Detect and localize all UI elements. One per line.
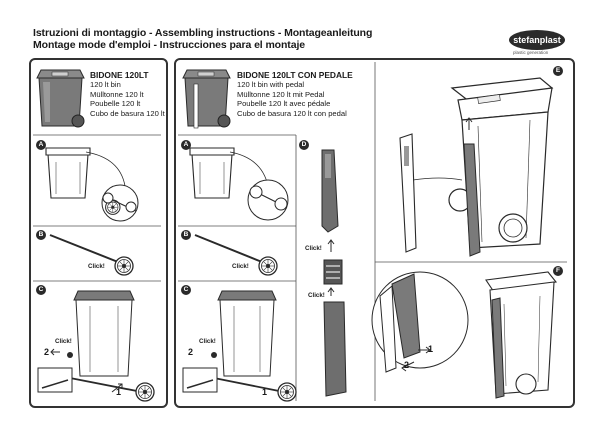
right-step-b-drawing — [194, 234, 278, 276]
right-step-c-drawing — [182, 290, 297, 402]
left-b-click-label: Click! — [88, 263, 105, 270]
title-line-1: Istruzioni di montaggio - Assembling ins… — [33, 27, 373, 39]
logo-text: stefanplast — [513, 35, 561, 45]
left-step-badge-c: C — [36, 285, 46, 295]
right-c-number-1: 1 — [262, 387, 268, 397]
brand-logo: stefanplast — [509, 30, 565, 50]
right-f-number-1: 1 — [428, 344, 434, 354]
right-product-names: BIDONE 120LT CON PEDALE 120 lt bin with … — [237, 70, 353, 118]
left-step-badge-b: B — [36, 230, 46, 240]
title-line-2: Montage mode d'emploi - Instrucciones pa… — [33, 39, 305, 51]
right-step-badge-c: C — [181, 285, 191, 295]
left-product-name-de: Mülltonne 120 lt — [90, 89, 144, 99]
right-step-badge-d: D — [299, 140, 309, 150]
left-c-number-2: 2 — [44, 347, 50, 357]
left-c-number-1: 1 — [116, 387, 122, 397]
left-product-name-it: BIDONE 120LT — [90, 70, 149, 80]
left-c-click-label: Click! — [55, 338, 72, 345]
right-step-a-drawing — [189, 147, 289, 221]
right-step-badge-e: E — [553, 66, 563, 76]
right-step-d-drawing — [321, 149, 347, 397]
left-step-badge-a: A — [36, 140, 46, 150]
right-f-number-2: 2 — [404, 360, 410, 370]
right-step-badge-a: A — [181, 140, 191, 150]
right-step-e-drawing — [399, 77, 554, 257]
right-step-f-drawing — [371, 271, 558, 399]
left-product-name-fr: Poubelle 120 lt — [90, 99, 141, 109]
right-step-badge-f: F — [553, 266, 563, 276]
right-product-name-it: BIDONE 120LT CON PEDALE — [237, 70, 353, 80]
right-product-name-en: 120 lt bin with pedal — [237, 80, 305, 90]
right-header-bin-image — [182, 69, 231, 129]
right-d-click-label-2: Click! — [308, 292, 325, 299]
right-product-name-es: Cubo de basura 120 lt con pedal — [237, 108, 347, 118]
left-step-c-drawing — [37, 290, 155, 402]
logo-tagline: plastic generation — [513, 50, 549, 55]
left-product-names: BIDONE 120LT 120 lt bin Mülltonne 120 lt… — [90, 70, 165, 118]
left-step-b-drawing — [49, 234, 134, 276]
right-c-click-label: Click! — [199, 338, 216, 345]
left-step-a-drawing — [45, 147, 139, 222]
left-header-bin-image — [36, 69, 85, 128]
left-product-name-es: Cubo de basura 120 lt — [90, 108, 165, 118]
right-product-name-fr: Poubelle 120 lt avec pédale — [237, 99, 331, 109]
left-product-name-en: 120 lt bin — [90, 80, 121, 90]
right-b-click-label: Click! — [232, 263, 249, 270]
right-product-name-de: Mülltonne 120 lt mit Pedal — [237, 89, 325, 99]
right-step-badge-b: B — [181, 230, 191, 240]
right-d-click-label-1: Click! — [305, 245, 322, 252]
right-c-number-2: 2 — [188, 347, 194, 357]
